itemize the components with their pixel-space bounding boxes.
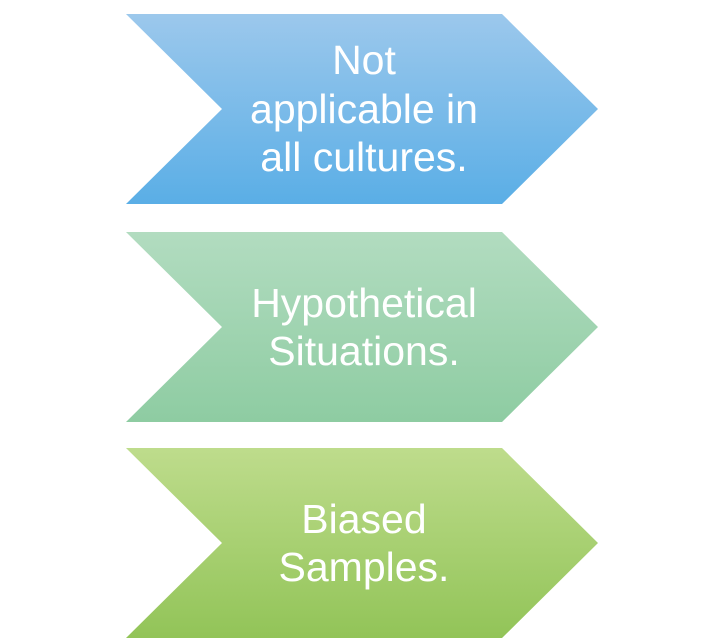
chevron-1-shape [126, 14, 598, 204]
chevron-2-label: Hypothetical Situations. [251, 279, 477, 374]
chevron-1-label: Not applicable in all cultures. [250, 37, 478, 181]
chevron-3-label: Biased Samples. [278, 495, 450, 590]
chevron-3-shape [126, 448, 598, 638]
chevron-2-shape [126, 232, 598, 422]
